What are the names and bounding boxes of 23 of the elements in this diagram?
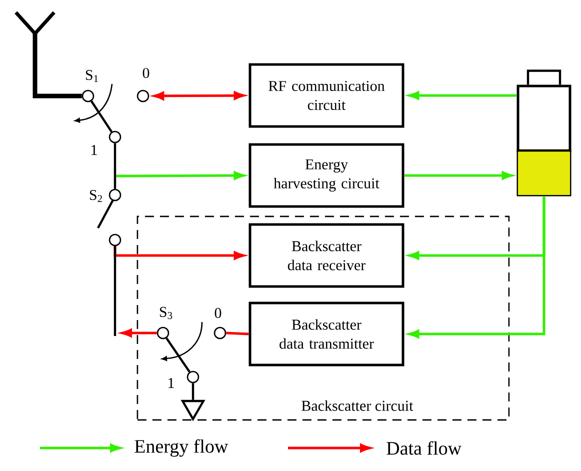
legend-label: Data flow <box>386 441 462 455</box>
wire <box>166 337 190 373</box>
wire <box>32 34 82 98</box>
wire <box>114 143 116 189</box>
terminal-label: 1 <box>168 378 174 388</box>
wire <box>192 383 194 400</box>
connector-line <box>226 332 249 336</box>
legend-label: Energy flow <box>134 439 228 457</box>
process-box: Energy harvesting circuit <box>248 143 404 208</box>
terminal-label: 0 <box>142 68 150 78</box>
switch-label: S$_{1}$ <box>86 70 98 82</box>
process-box: RF communication circuit <box>248 63 404 128</box>
terminal-label: 1 <box>92 145 97 155</box>
process-box: Backscatter data receiver <box>248 223 404 288</box>
antenna-symbol <box>14 11 56 36</box>
wire <box>90 100 113 132</box>
process-box: Backscatter data transmitter <box>248 302 404 366</box>
switch-terminal <box>108 234 122 246</box>
terminal-label: 0 <box>214 308 222 318</box>
switch-label: S$_{3}$ <box>160 306 172 320</box>
switch-label: S$_{2}$ <box>90 190 102 202</box>
battery-symbol <box>516 70 572 196</box>
wire <box>114 246 116 336</box>
